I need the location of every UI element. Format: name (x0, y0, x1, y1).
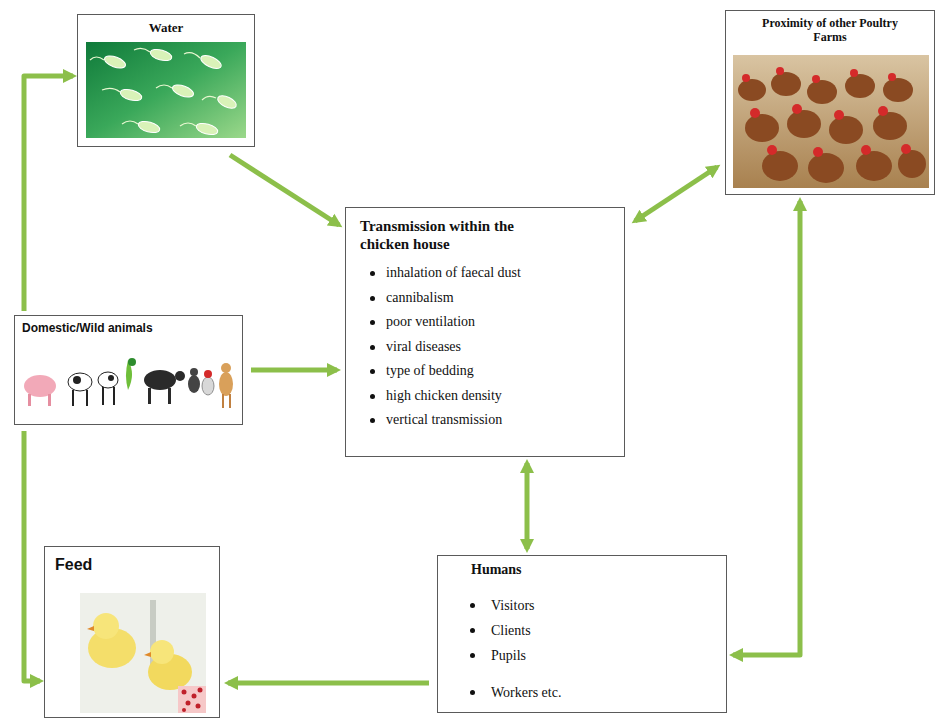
transmission-box: Transmission within the chicken house inh… (345, 207, 625, 457)
green-arrow (24, 431, 40, 681)
green-arrow (635, 167, 717, 221)
bullet-item: viral diseases (386, 335, 612, 360)
animals-picture (24, 358, 233, 408)
green-arrow (230, 155, 339, 225)
box-heading: Humans (471, 562, 716, 579)
hens-picture (733, 55, 929, 188)
bullet-item: Clients (491, 618, 716, 643)
bullet-item: Workers etc. (491, 680, 716, 705)
bullet-item: Visitors (491, 593, 716, 618)
box-heading: Proximity of other Poultry Farms (760, 16, 900, 45)
animals-box: Domestic/Wild animals (14, 315, 243, 425)
bullet-item: inhalation of faecal dust (386, 261, 612, 286)
green-arrow (251, 368, 337, 373)
bullet-item: vertical transmission (386, 408, 612, 433)
bullet-item: poor ventilation (386, 310, 612, 335)
humans-box: HumansVisitorsClientsPupilsWorkers etc. (437, 555, 727, 713)
farms-box: Proximity of other Poultry Farms (725, 10, 935, 195)
green-arrow (24, 76, 73, 311)
bullet-item: cannibalism (386, 286, 612, 311)
box-heading: Domestic/Wild animals (22, 321, 235, 335)
water-box: Water (77, 14, 255, 147)
green-arrow (228, 681, 429, 686)
box-heading: Transmission within the chicken house (360, 217, 565, 253)
bullet-item: high chicken density (386, 384, 612, 409)
green-arrow (733, 201, 800, 655)
box-heading: Water (84, 20, 248, 36)
box-heading: Feed (55, 555, 209, 574)
feed-box: Feed (44, 546, 220, 718)
bullet-item: Pupils (491, 643, 716, 668)
chicks-picture (80, 593, 206, 713)
bullet-item: type of bedding (386, 359, 612, 384)
green-arrow (525, 463, 530, 549)
bacteria-picture (86, 42, 246, 138)
